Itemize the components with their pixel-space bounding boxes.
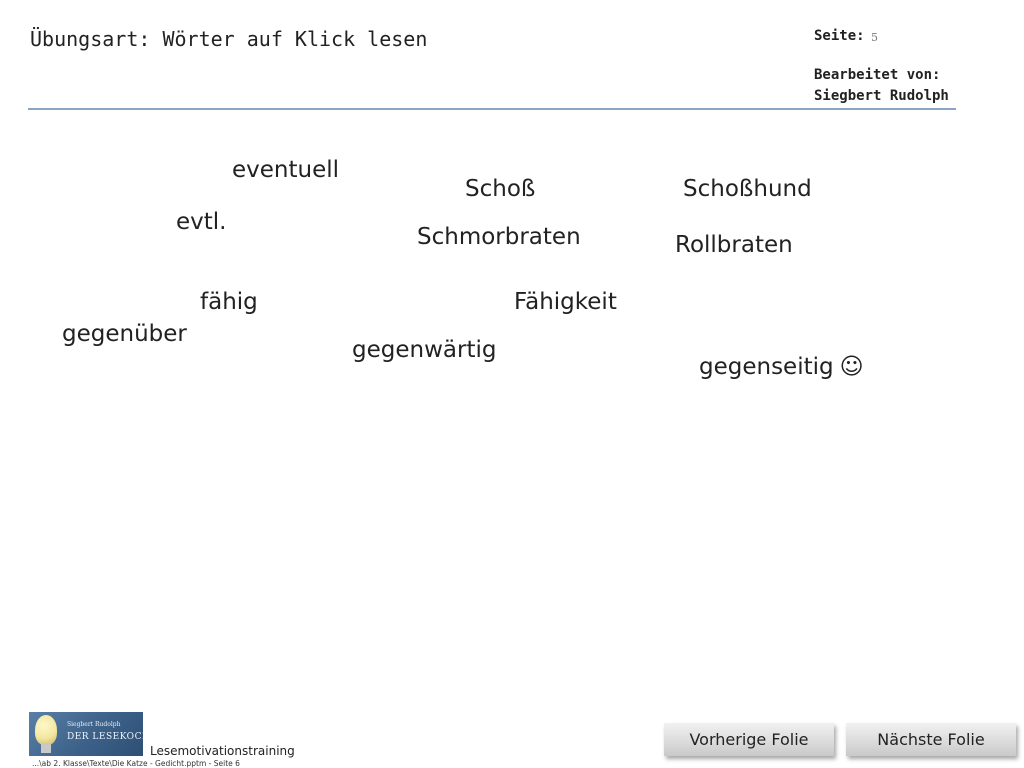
word-gegenwaertig[interactable]: gegenwärtig: [352, 337, 497, 363]
header-divider: [28, 108, 956, 110]
word-faehigkeit[interactable]: Fähigkeit: [514, 289, 617, 315]
logo-brand: DER LESEKOCH: [67, 732, 143, 742]
lightbulb-base: [41, 744, 51, 753]
footer-label: Lesemotivationstraining: [150, 744, 295, 758]
exercise-title: Übungsart: Wörter auf Klick lesen: [30, 27, 428, 51]
lesekoch-logo: Siegbert Rudolph DER LESEKOCH: [29, 712, 143, 756]
word-schosshund[interactable]: Schoßhund: [683, 176, 812, 202]
page-label: Seite:: [814, 28, 865, 44]
word-rollbraten[interactable]: Rollbraten: [675, 232, 793, 258]
smiley-icon: ☺: [839, 354, 864, 380]
lightbulb-icon: [35, 715, 57, 745]
word-eventuell[interactable]: eventuell: [232, 157, 340, 183]
word-gegenseitig[interactable]: gegenseitig☺: [699, 354, 864, 380]
word-gegenueber[interactable]: gegenüber: [62, 321, 187, 347]
page-number: 5: [871, 31, 878, 44]
logo-author: Siegbert Rudolph: [67, 721, 121, 728]
previous-slide-button[interactable]: Vorherige Folie: [664, 723, 834, 756]
word-schoss[interactable]: Schoß: [465, 176, 536, 202]
word-faehig[interactable]: fähig: [200, 289, 258, 315]
word-gegenseitig-text: gegenseitig: [699, 354, 834, 380]
word-schmorbraten[interactable]: Schmorbraten: [417, 224, 581, 250]
word-evtl[interactable]: evtl.: [176, 209, 227, 235]
editor-name: Siegbert Rudolph: [814, 88, 949, 104]
edited-by-label: Bearbeitet von:: [814, 67, 941, 83]
file-path: ...\ab 2. Klasse\Texte\Die Katze - Gedic…: [32, 759, 240, 768]
next-slide-button[interactable]: Nächste Folie: [846, 723, 1016, 756]
